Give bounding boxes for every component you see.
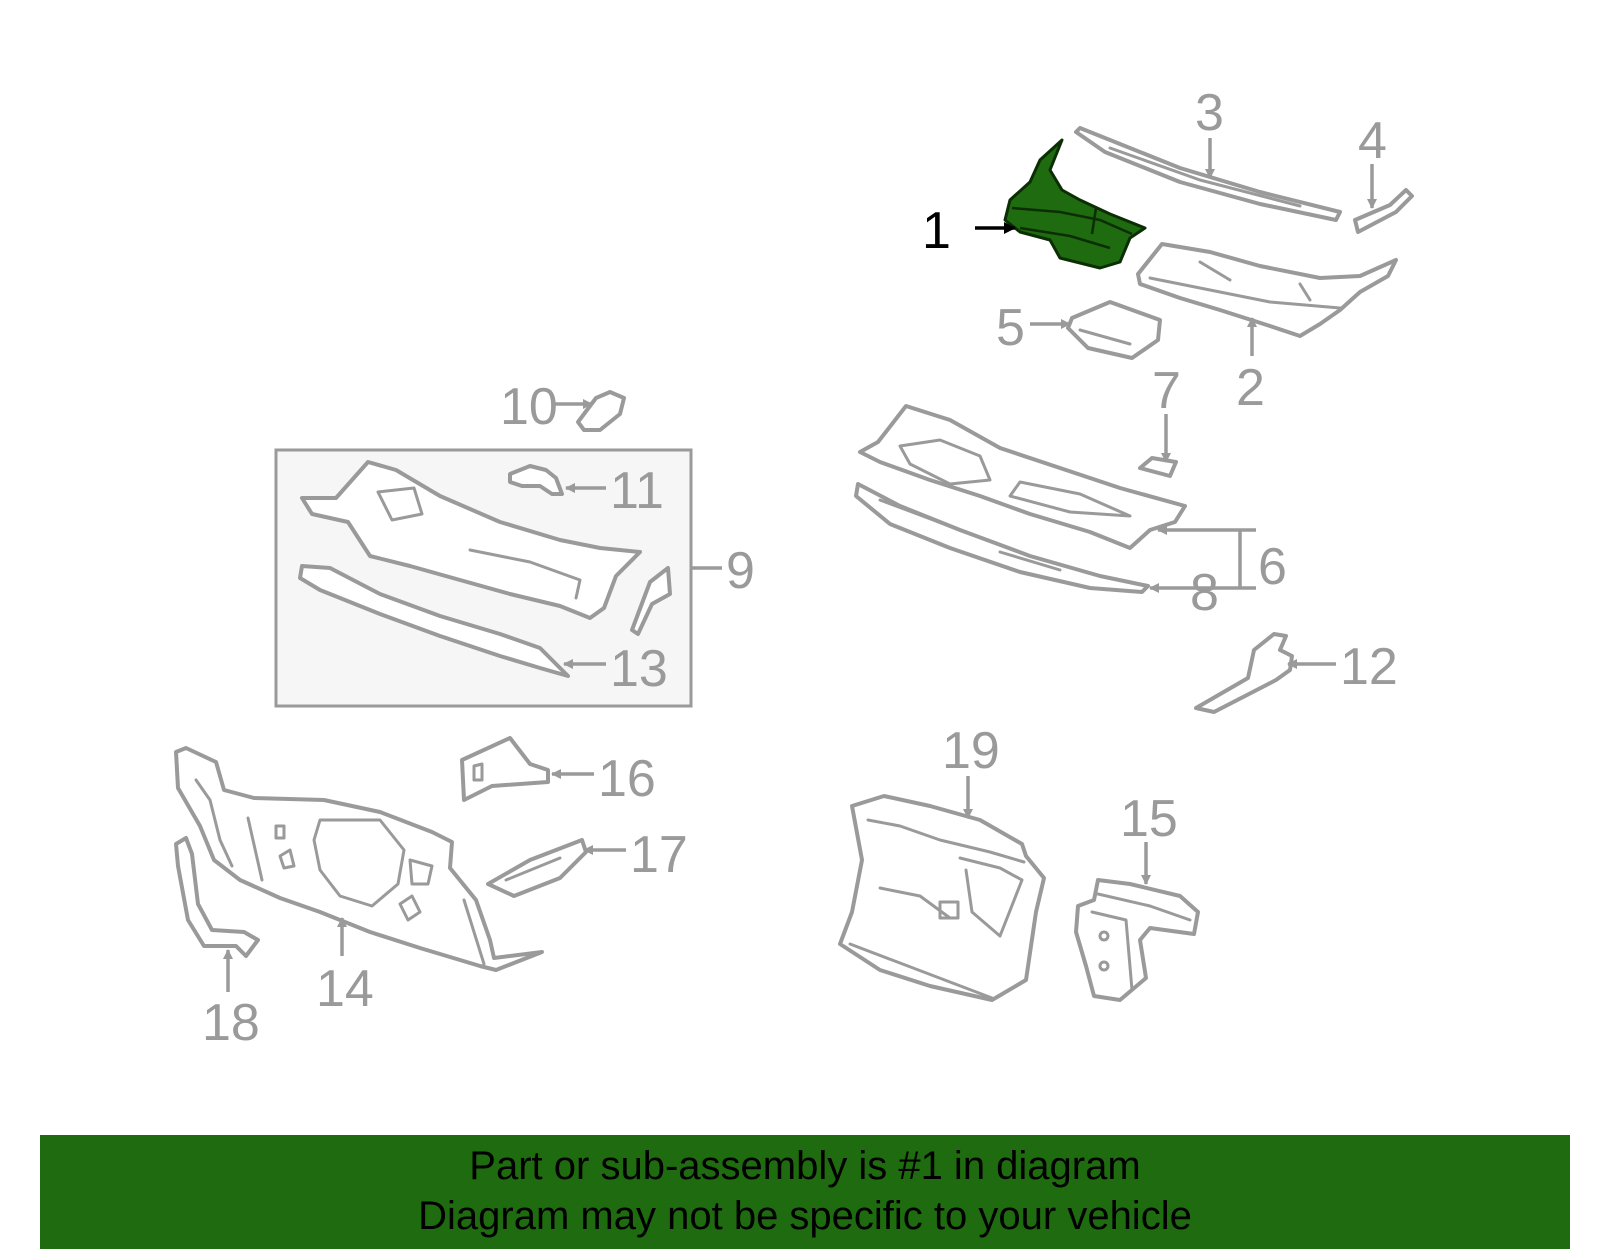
callout-5[interactable]: 5 <box>996 299 1025 357</box>
part-1-highlighted[interactable] <box>1003 138 1147 270</box>
part-5[interactable] <box>1066 300 1162 360</box>
callout-8[interactable]: 8 <box>1190 564 1219 622</box>
banner-line-2: Diagram may not be specific to your vehi… <box>418 1194 1192 1238</box>
part-14[interactable] <box>174 746 544 972</box>
part-13[interactable] <box>298 564 570 678</box>
callout-9[interactable]: 9 <box>726 542 755 600</box>
callout-6[interactable]: 6 <box>1258 538 1287 596</box>
part-3[interactable] <box>1074 126 1342 222</box>
callout-17[interactable]: 17 <box>630 826 688 884</box>
callout-14[interactable]: 14 <box>316 960 374 1018</box>
callout-11[interactable]: 11 <box>610 462 664 520</box>
part-12[interactable] <box>1194 632 1294 714</box>
part-15[interactable] <box>1074 878 1200 1002</box>
part-6[interactable] <box>858 404 1187 550</box>
callout-18[interactable]: 18 <box>202 994 260 1052</box>
banner-line-1: Part or sub-assembly is #1 in diagram <box>469 1144 1141 1188</box>
part-2[interactable] <box>1136 242 1398 338</box>
part-8[interactable] <box>854 482 1150 594</box>
callout-4[interactable]: 4 <box>1358 112 1387 170</box>
bracket-6 <box>1238 528 1256 590</box>
part-11[interactable] <box>508 464 564 496</box>
part-9-bracket[interactable] <box>630 566 672 636</box>
part-9-upper[interactable] <box>300 460 642 620</box>
part-4[interactable] <box>1353 188 1414 234</box>
part-18[interactable] <box>174 836 260 958</box>
callout-12[interactable]: 12 <box>1340 638 1398 696</box>
callout-7[interactable]: 7 <box>1152 362 1181 420</box>
callout-1[interactable]: 1 <box>922 202 951 260</box>
part-7[interactable] <box>1138 456 1178 478</box>
callout-10[interactable]: 10 <box>500 378 558 436</box>
callout-15[interactable]: 15 <box>1120 790 1178 848</box>
callout-2[interactable]: 2 <box>1236 359 1265 417</box>
info-banner: Part or sub-assembly is #1 in diagram Di… <box>40 1135 1570 1249</box>
callout-3[interactable]: 3 <box>1195 84 1224 142</box>
callout-19[interactable]: 19 <box>942 722 1000 780</box>
part-19[interactable] <box>838 794 1046 1002</box>
part-10[interactable] <box>576 390 626 432</box>
part-17[interactable] <box>486 838 588 898</box>
callout-16[interactable]: 16 <box>598 750 656 808</box>
part-16[interactable] <box>460 736 550 802</box>
callout-13[interactable]: 13 <box>610 640 668 698</box>
